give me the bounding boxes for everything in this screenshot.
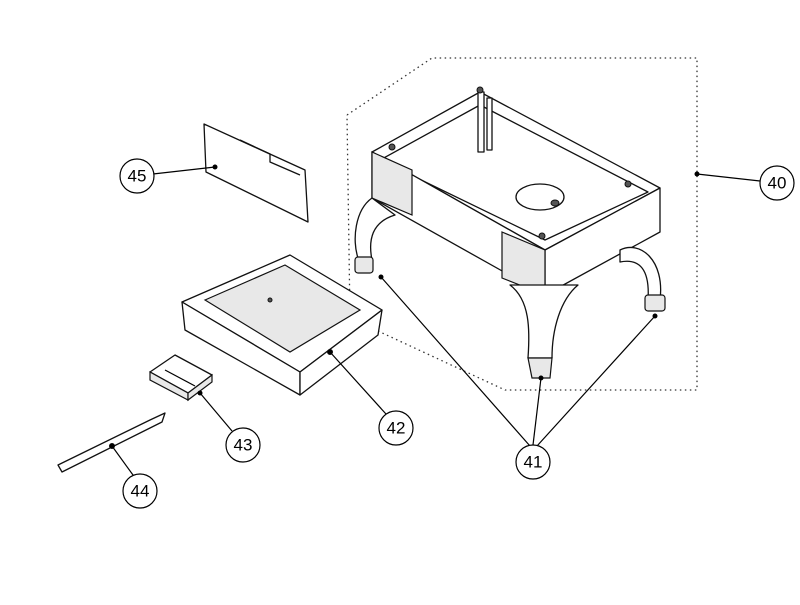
callout-label: 42 bbox=[387, 419, 406, 438]
leader-45 bbox=[152, 166, 216, 175]
callout-42: 42 bbox=[378, 410, 414, 446]
callout-label: 45 bbox=[128, 167, 147, 186]
leader-41a bbox=[380, 276, 531, 447]
drawer-block bbox=[149, 354, 213, 402]
callout-label: 41 bbox=[524, 453, 543, 472]
callout-44: 44 bbox=[122, 473, 158, 509]
drawer bbox=[181, 254, 383, 396]
callout-label: 43 bbox=[234, 436, 253, 455]
stand-frame bbox=[371, 86, 661, 296]
leader-40 bbox=[696, 173, 761, 182]
callout-45: 45 bbox=[119, 158, 155, 194]
leg-feet bbox=[354, 197, 666, 379]
callout-41: 41 bbox=[515, 444, 551, 480]
leader-42 bbox=[329, 351, 387, 415]
leader-41b bbox=[532, 377, 542, 446]
leader-41c bbox=[536, 315, 656, 447]
leader-44 bbox=[111, 445, 134, 476]
back-panel bbox=[203, 123, 309, 223]
callout-43: 43 bbox=[225, 427, 261, 463]
callout-40: 40 bbox=[759, 165, 795, 201]
drawer-slide-bar bbox=[57, 412, 166, 473]
callout-label: 40 bbox=[768, 174, 787, 193]
callout-label: 44 bbox=[131, 482, 150, 501]
leader-43 bbox=[199, 392, 233, 432]
